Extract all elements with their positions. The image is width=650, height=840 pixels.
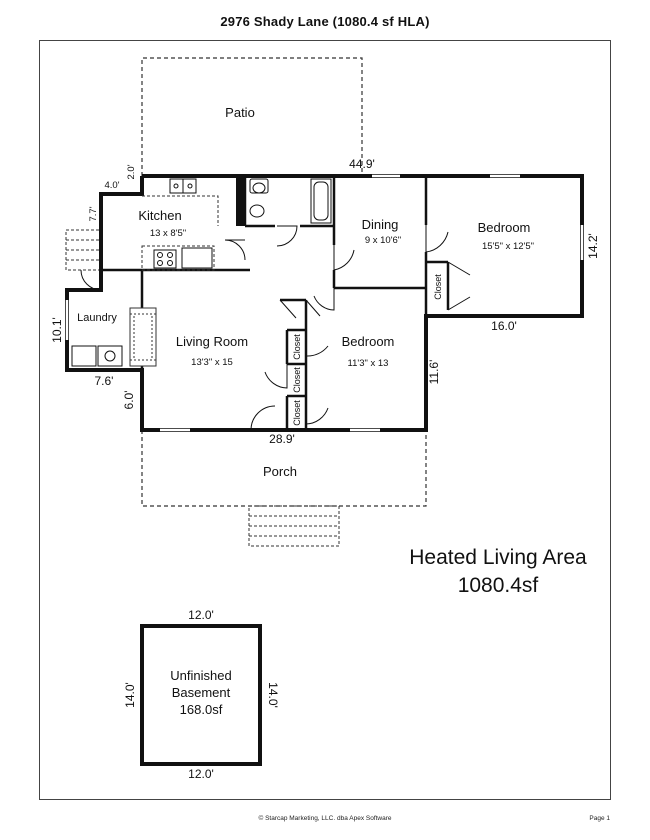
basement-label-line2: Basement	[172, 685, 231, 700]
measure-laundry-side: 10.1'	[50, 317, 64, 343]
heated-area-value: 1080.4sf	[458, 574, 539, 597]
bathroom-fixtures	[249, 178, 332, 224]
kitchen-counters	[141, 195, 219, 271]
living-room-size: 13'3" x 15	[191, 357, 233, 368]
page-frame	[39, 40, 611, 800]
measure-top-left-vertical: 2.0'	[126, 164, 137, 179]
door-swings	[80, 225, 471, 431]
windows	[65, 174, 584, 432]
laundry-label: Laundry	[77, 312, 117, 324]
basement-label-line1: Unfinished	[170, 668, 231, 683]
measure-bottom-width: 28.9'	[269, 432, 295, 446]
washer-dryer	[71, 345, 123, 367]
porch-steps	[248, 505, 340, 547]
document-title: 2976 Shady Lane (1080.4 sf HLA)	[220, 14, 430, 29]
range-stove	[153, 247, 213, 269]
patio-label: Patio	[225, 105, 255, 120]
bedroom2-size: 11'3" x 13	[348, 358, 389, 369]
bedroom1-label: Bedroom	[478, 220, 531, 235]
chimney-block	[236, 176, 245, 226]
basement-measure-right: 14.0'	[266, 682, 280, 708]
kitchen-sink	[169, 178, 197, 194]
living-room-label: Living Room	[176, 334, 248, 349]
measure-bedroom-bottom: 16.0'	[491, 319, 517, 333]
kitchen-size: 13 x 8'5"	[150, 228, 186, 239]
bedroom2-label: Bedroom	[342, 334, 395, 349]
closet-label-3: Closet	[292, 400, 302, 426]
closet-label-1: Closet	[292, 334, 302, 360]
footer-page-number: Page 1	[589, 815, 610, 822]
basement-measure-top: 12.0'	[188, 608, 214, 622]
basement-area: 168.0sf	[180, 702, 223, 717]
patio-outline	[141, 57, 363, 176]
closet-label-2: Closet	[292, 367, 302, 393]
basement-outline	[140, 624, 262, 766]
bedroom1-size: 15'5" x 12'5"	[482, 241, 534, 252]
side-steps	[65, 229, 102, 271]
heated-area-heading: Heated Living Area	[409, 546, 587, 569]
measure-bedroom2-side: 11.6'	[427, 360, 441, 385]
measure-top-width: 44.9'	[349, 157, 375, 171]
measure-top-left-step: 4.0'	[104, 180, 119, 191]
porch-label: Porch	[263, 464, 297, 479]
footer-credit: © Starcap Marketing, LLC. dba Apex Softw…	[258, 815, 392, 822]
fireplace	[129, 307, 157, 367]
kitchen-label: Kitchen	[138, 208, 181, 223]
dining-size: 9 x 10'6"	[365, 235, 401, 246]
basement-measure-left: 14.0'	[123, 682, 137, 708]
measure-living-lower-side: 6.0'	[122, 391, 136, 410]
closet-label-4: Closet	[433, 274, 443, 300]
dining-label: Dining	[362, 217, 399, 232]
basement-measure-bottom: 12.0'	[188, 767, 214, 781]
measure-kitchen-side: 7.7'	[88, 206, 99, 221]
measure-right-side: 14.2'	[586, 233, 600, 259]
measure-laundry-bottom: 7.6'	[95, 374, 114, 388]
